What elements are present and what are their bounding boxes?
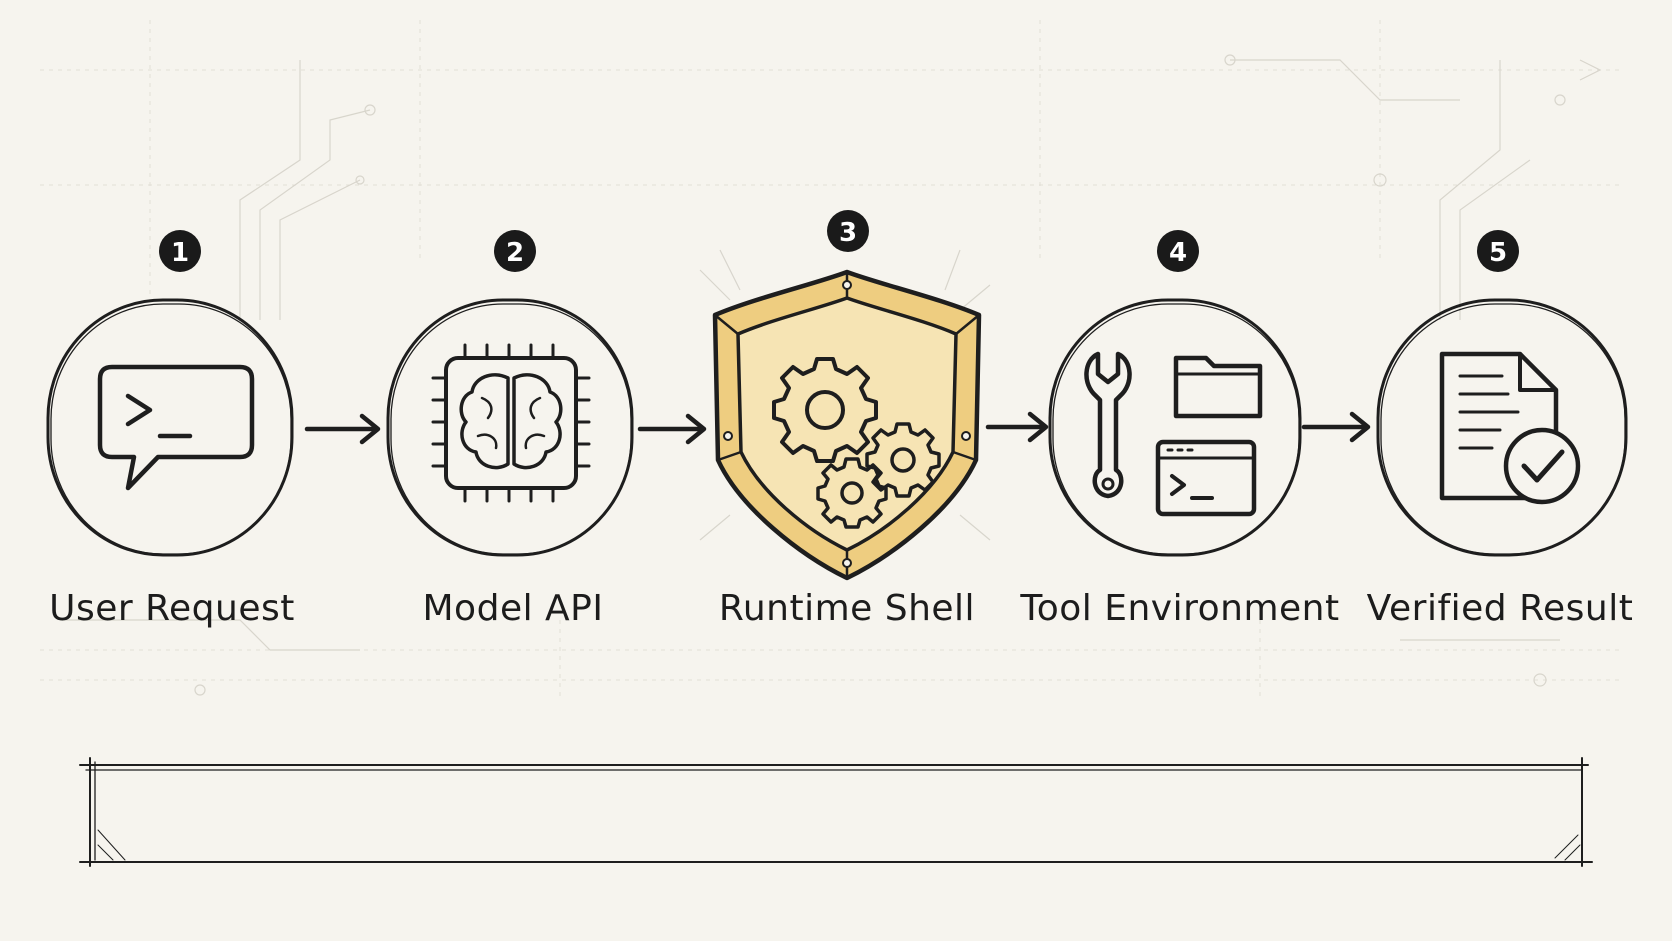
step-1: 1 User Request <box>46 230 295 629</box>
terminal-window-icon <box>1155 439 1257 517</box>
terminal-chat-icon <box>97 364 255 491</box>
step-4-frame <box>1048 298 1302 557</box>
document-check-icon <box>1439 351 1581 505</box>
step-2-label: Model API <box>423 588 604 629</box>
arrow-1-to-2 <box>304 413 381 445</box>
brain-chip-icon <box>431 343 591 503</box>
arrow-2-to-3 <box>637 413 707 445</box>
wrench-icon <box>1084 351 1132 499</box>
step-1-label: User Request <box>49 588 295 629</box>
background-circuit <box>40 20 1620 700</box>
step-2: 2 Model API <box>386 230 634 629</box>
step-4-number-badge <box>1157 230 1199 272</box>
step-1-number: 1 <box>171 238 189 268</box>
step-5-number: 5 <box>1489 238 1507 268</box>
step-3-number: 3 <box>839 218 857 248</box>
step-2-number: 2 <box>506 238 524 268</box>
step-1-frame <box>46 298 294 557</box>
caption-box <box>79 757 1593 867</box>
step-3: 3 R <box>699 210 991 629</box>
step-5: 5 Verified Result <box>1367 230 1634 629</box>
radiating-lines <box>699 249 991 541</box>
step-3-label: Runtime Shell <box>719 588 975 629</box>
shield-gears-icon <box>712 269 982 581</box>
step-5-frame <box>1376 298 1628 557</box>
step-4-number: 4 <box>1169 238 1187 268</box>
step-1-number-badge <box>159 230 201 272</box>
step-3-number-badge <box>827 210 869 252</box>
folder-icon <box>1173 355 1263 419</box>
step-5-number-badge <box>1477 230 1519 272</box>
step-2-number-badge <box>494 230 536 272</box>
step-4-label: Tool Environment <box>1019 588 1339 629</box>
step-2-frame <box>386 298 634 557</box>
arrow-4-to-5 <box>1301 411 1371 443</box>
step-5-label: Verified Result <box>1367 588 1634 629</box>
arrow-3-to-4 <box>985 411 1049 443</box>
step-4: 4 Tool Environment <box>1019 230 1339 629</box>
